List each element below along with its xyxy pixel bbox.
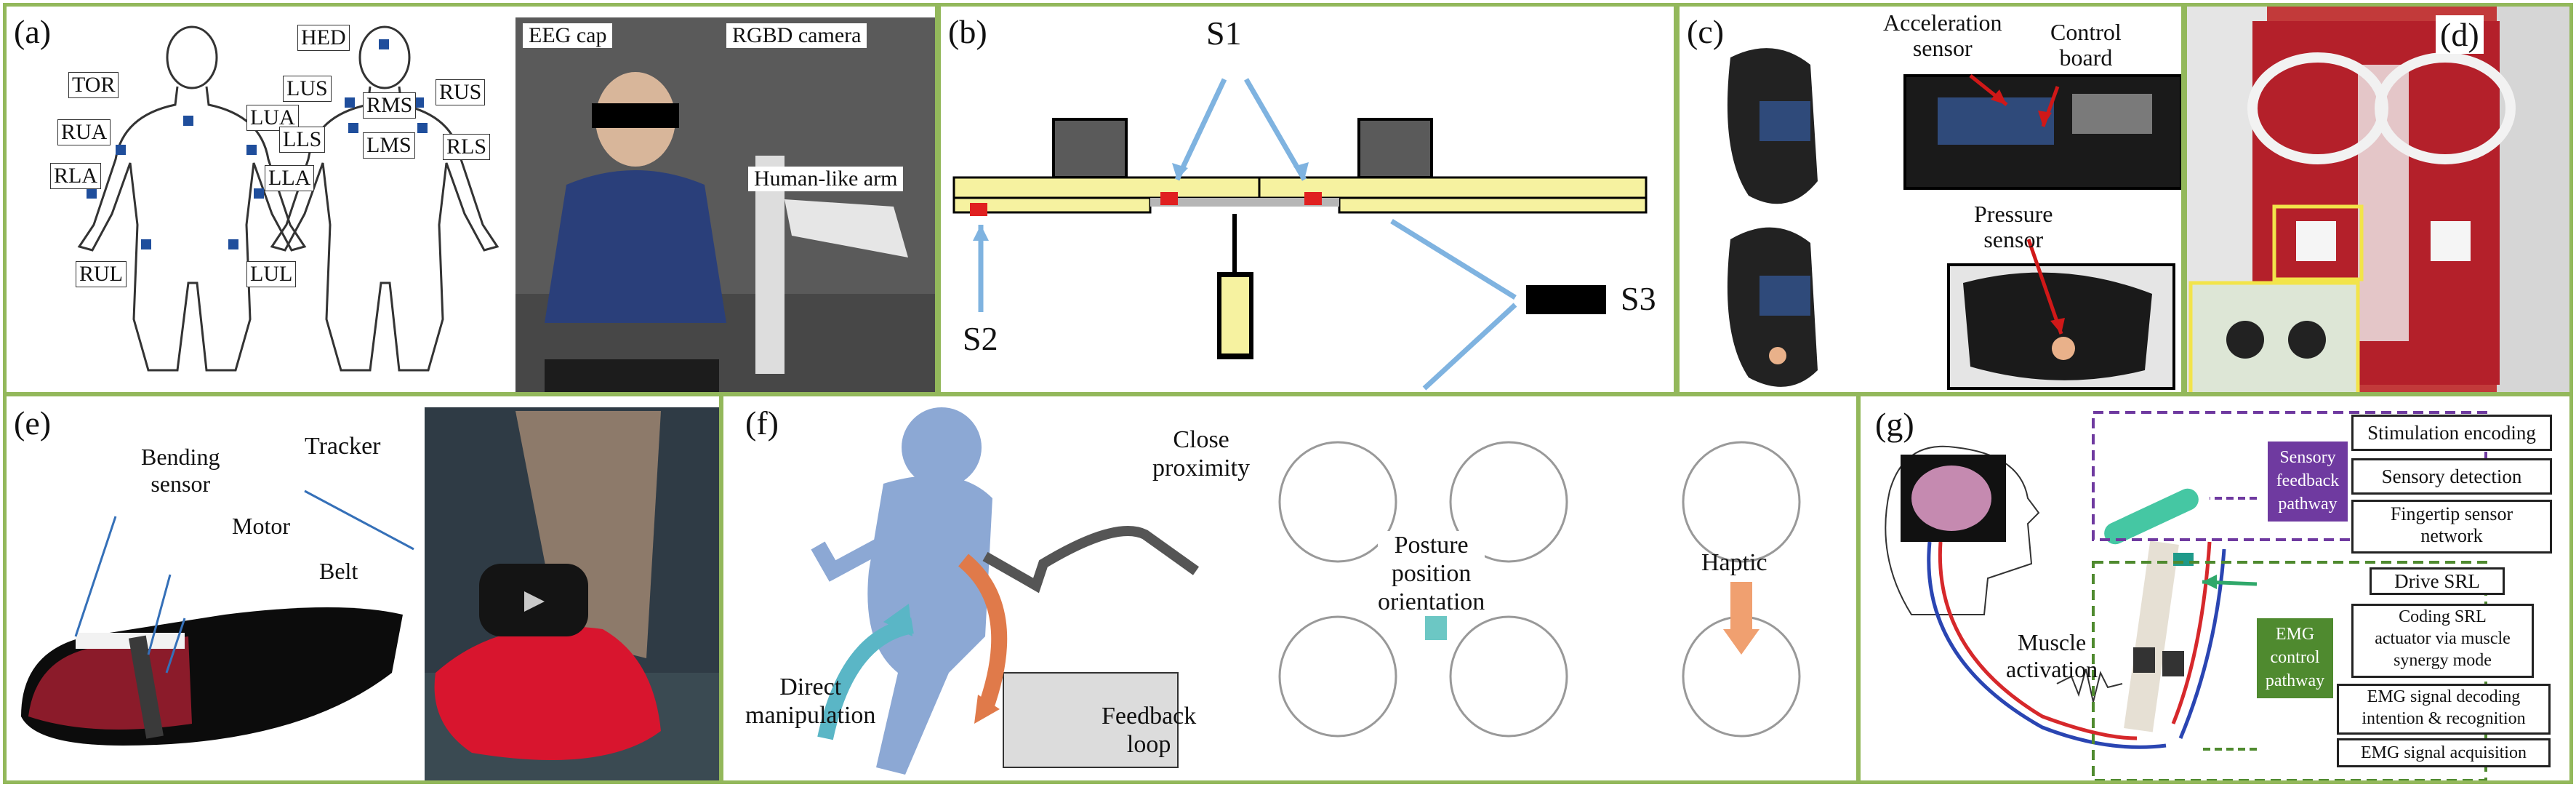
panel-label: (b) (948, 13, 987, 50)
control-board-label: Control board (2050, 19, 2122, 71)
s2-label: S2 (963, 320, 998, 357)
panel-c: (c) Acceleration sensor Control board Pr… (1676, 3, 2185, 396)
sensor-rls: RLS (443, 134, 491, 160)
sensor-tor: TOR (68, 72, 119, 98)
sensor-lms: LMS (363, 132, 415, 159)
direct-manipulation-label: Direct manipulation (745, 674, 876, 730)
panel-label: (e) (14, 404, 52, 442)
panel-label: (a) (14, 13, 52, 50)
emg-acquisition-box: EMG signal acquisition (2337, 738, 2551, 767)
robot-schematic (952, 78, 1648, 391)
motor-label: Motor (232, 513, 290, 539)
human-robot-interaction (811, 407, 1801, 775)
sensor-rms: RMS (363, 92, 417, 119)
sensor-lul: LUL (246, 261, 297, 287)
tracker-label: Tracker (305, 433, 381, 460)
panel-d: (d) (2183, 3, 2573, 396)
soft-exo-shoe (21, 407, 719, 780)
sensor-hed: HED (297, 25, 350, 51)
panel-label: (f) (745, 404, 779, 442)
sensory-pathway-badge: Sensory feedback pathway (2268, 442, 2348, 522)
control-loop-diagram (1885, 411, 2487, 780)
sensory-detection-box: Sensory detection (2351, 458, 2552, 495)
posture-label: Posture position orientation (1378, 531, 1485, 617)
eeg-cap-label: EEG cap (523, 23, 613, 48)
coding-srl-box: Coding SRL actuator via muscle synergy m… (2351, 604, 2534, 678)
sensor-lla: LLA (265, 165, 315, 191)
acceleration-sensor-label: Acceleration sensor (1883, 9, 2002, 62)
drive-srl-box: Drive SRL (2370, 567, 2505, 595)
sensor-rul: RUL (76, 261, 127, 287)
sensor-shoes (1727, 48, 2181, 390)
bending-sensor-label: Bending sensor (141, 444, 220, 497)
sensor-lus: LUS (283, 76, 332, 102)
emg-decoding-box: EMG signal decoding intention & recognit… (2337, 684, 2551, 735)
person-silhouette (515, 17, 935, 392)
panel-label: (c) (1687, 13, 1725, 50)
haptic-label: Haptic (1701, 549, 1768, 576)
eeg-photo: EEG cap RGBD camera Human-like arm (515, 17, 935, 392)
muscle-activation-label: Muscle activation (2006, 629, 2098, 682)
feedback-loop-label: Feedback loop (1102, 703, 1197, 759)
human-arm-label: Human-like arm (748, 167, 904, 191)
panel-g: (g) Muscle activation Stimulation encodi… (1857, 393, 2573, 784)
close-proximity-label: Close proximity (1152, 426, 1251, 482)
sensor-rus: RUS (436, 79, 486, 105)
sensor-rla: RLA (50, 163, 101, 189)
panel-a: (a) HED TOR LUS RUS RMS (3, 3, 939, 396)
belt-label: Belt (319, 558, 358, 584)
fingertip-network-box: Fingertip sensor network (2351, 500, 2552, 554)
s3-label: S3 (1621, 280, 1656, 317)
back-vest-photo (2187, 7, 2569, 392)
rgbd-camera-label: RGBD camera (726, 23, 867, 48)
sensor-rua: RUA (57, 119, 111, 145)
stimulation-encoding-box: Stimulation encoding (2351, 415, 2552, 451)
panel-f: (f) Close proximity Direct manipulation … (720, 393, 1860, 784)
pressure-sensor-label: Pressure sensor (1974, 201, 2053, 253)
emg-pathway-badge: EMG control pathway (2257, 618, 2333, 698)
panel-label: (d) (2436, 15, 2484, 54)
panel-e: (e) Bending sensor Motor Belt Tracker (3, 393, 723, 784)
sensor-lls: LLS (279, 127, 326, 153)
panel-label: (g) (1875, 406, 1914, 443)
panel-b: (b) S1 S2 S3 (937, 3, 1677, 396)
s1-label: S1 (1206, 15, 1242, 52)
